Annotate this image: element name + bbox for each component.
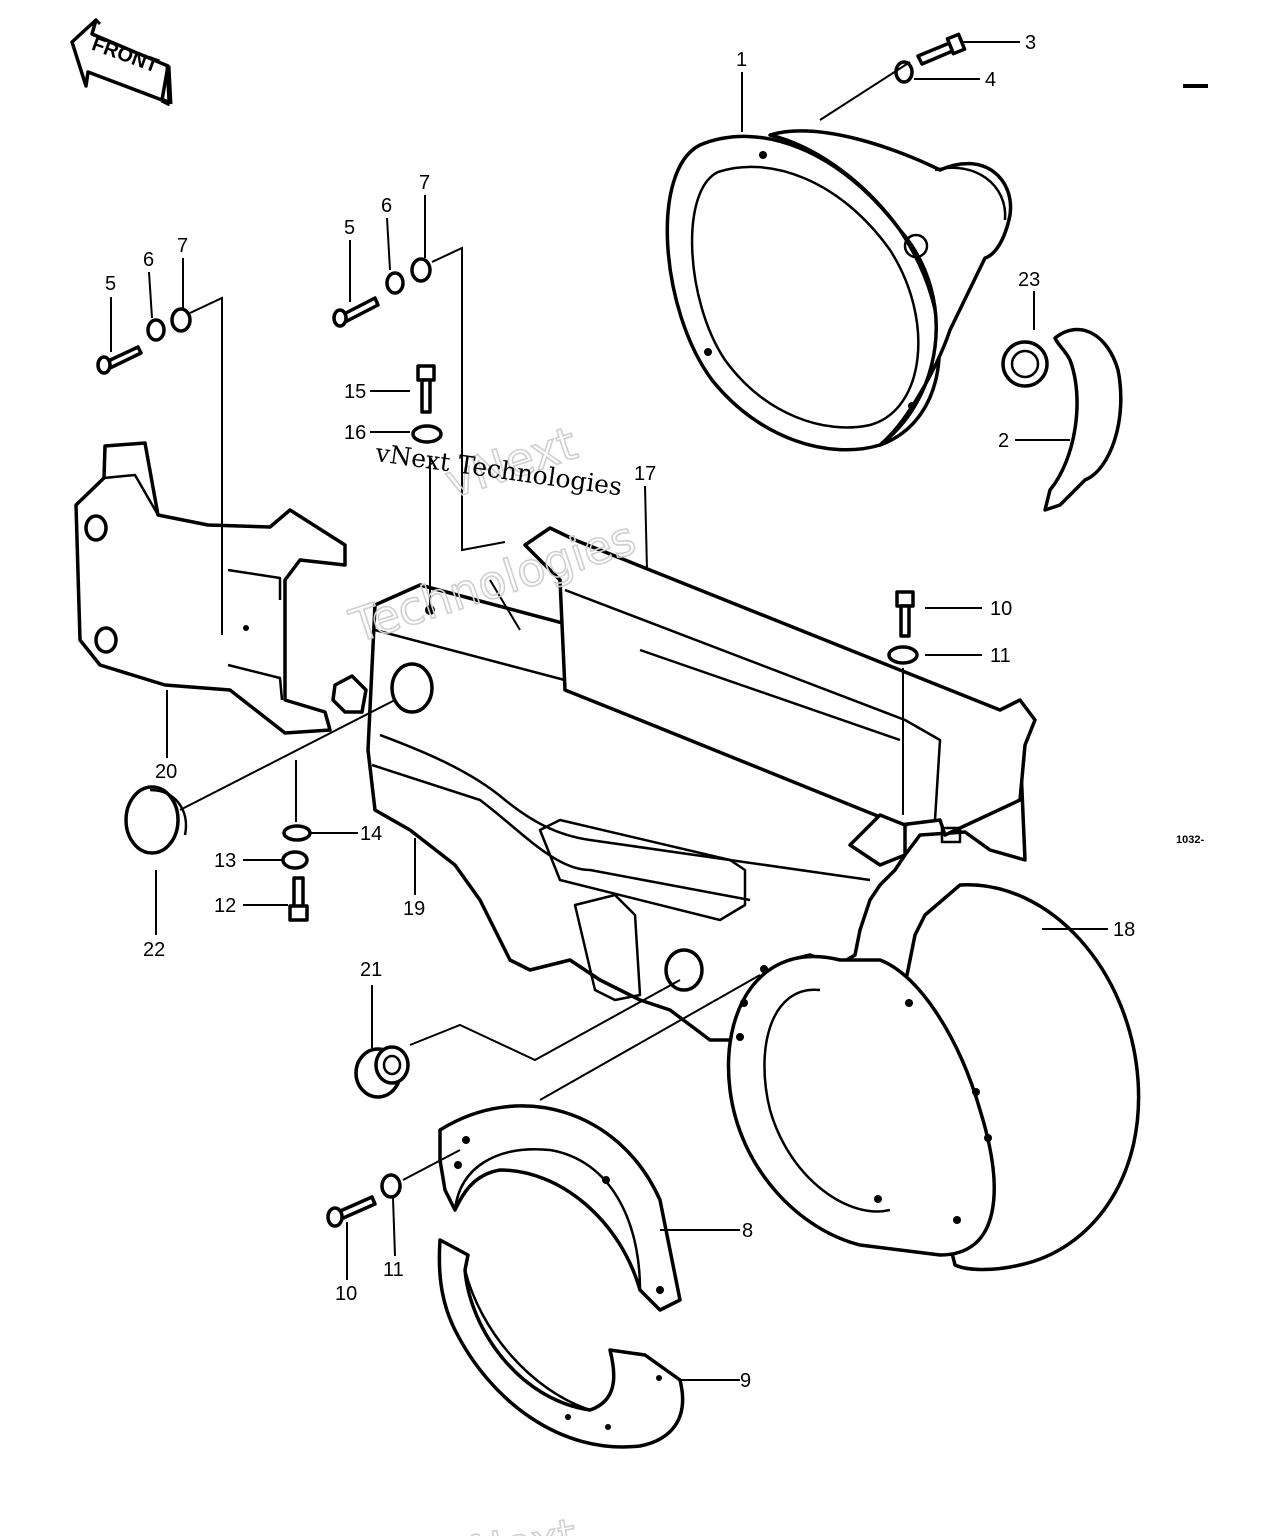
part-10-bolt-lower	[326, 1195, 377, 1228]
callout-17: 17	[634, 463, 656, 485]
callout-4: 4	[985, 69, 996, 91]
callout-3: 3	[1025, 32, 1036, 54]
part-10-bolt-upper	[895, 590, 915, 638]
part-8-ring-plate	[438, 1104, 682, 1312]
callout-5-right: 5	[344, 217, 355, 239]
part-7-washer-right	[410, 257, 432, 283]
part-11-washer-lower	[380, 1173, 402, 1199]
part-3-bolt	[916, 32, 967, 66]
part-23-clip	[1001, 340, 1049, 388]
watermark-ghost-3: vNext	[439, 1508, 581, 1536]
front-arrow-icon: FRONT	[70, 18, 173, 107]
callout-14: 14	[360, 823, 382, 845]
callout-11-upper: 11	[990, 645, 1011, 667]
drawing-number: 1032-	[1176, 834, 1204, 846]
callout-leaders	[110, 41, 1108, 1381]
part-9-ring-plate	[437, 1238, 685, 1449]
part-6-washer-right	[385, 271, 405, 295]
callout-8: 8	[742, 1220, 753, 1242]
callout-6-right: 6	[381, 195, 392, 217]
part-14-washer	[282, 824, 312, 842]
callout-5-left: 5	[105, 273, 116, 295]
callout-7-right: 7	[419, 172, 430, 194]
part-19-tab	[331, 674, 368, 714]
callout-7-left: 7	[177, 235, 188, 257]
part-15-bolt	[416, 364, 436, 414]
assembly-lines	[179, 61, 911, 1181]
part-7-washer-left	[170, 307, 192, 333]
callout-6-left: 6	[143, 249, 154, 271]
part-6-washer-left	[146, 318, 166, 342]
part-21-grommet	[354, 1045, 410, 1099]
callout-16: 16	[344, 422, 366, 444]
callout-labels: 1 3 4 5 6 7 5 6 7 15 16 17 23 2 10 11 18…	[105, 32, 1135, 1392]
part-22-plug	[124, 785, 188, 855]
part-11-washer-upper	[887, 645, 919, 665]
part-12-bolt	[288, 876, 309, 922]
part-13-washer	[281, 850, 309, 870]
part-5-screw-right	[332, 296, 380, 328]
callout-9: 9	[740, 1370, 751, 1392]
callout-2: 2	[998, 430, 1009, 452]
part-20-bracket	[74, 441, 347, 735]
callout-19: 19	[403, 898, 425, 920]
callout-23: 23	[1018, 269, 1040, 291]
callout-18: 18	[1113, 919, 1135, 941]
part-2-cover	[1043, 327, 1123, 512]
part-19-chain-case	[366, 583, 1027, 1042]
callout-21: 21	[360, 959, 382, 981]
part-16-washer	[411, 424, 443, 444]
callout-15: 15	[344, 381, 366, 403]
part-17-inner-plate	[523, 526, 1037, 867]
part-5-screw-left	[96, 345, 143, 375]
callout-10-upper: 10	[990, 598, 1012, 620]
callout-10-lower: 10	[335, 1283, 357, 1305]
callout-1: 1	[736, 49, 747, 71]
part-1-bell-housing	[665, 129, 1013, 452]
callout-12: 12	[214, 895, 236, 917]
part-18-sprocket-cover	[726, 883, 1141, 1272]
callout-11-lower: 11	[383, 1259, 404, 1281]
callout-22: 22	[143, 939, 165, 961]
callout-13: 13	[214, 850, 236, 872]
callout-20: 20	[155, 761, 177, 783]
